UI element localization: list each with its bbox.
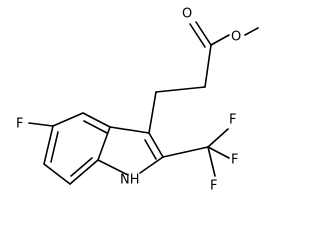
bond-ch2-c3	[148, 91, 157, 134]
atom-label-fluorine-cf3-mid: F	[231, 153, 238, 168]
bond-c2-cf3	[162, 146, 209, 158]
bond-c5-c6	[43, 125, 54, 165]
atom-label-ester-oxygen: O	[231, 30, 241, 45]
atom-label-fluorine-cf3-top: F	[229, 113, 236, 128]
bond-c3a-c4-inner	[83, 120, 108, 134]
bond-c5-f	[28, 122, 54, 127]
bond-c5-c6-inner	[50, 131, 59, 163]
bond-c6-c7	[43, 163, 71, 185]
bond-carbonyl-double-b	[189, 23, 206, 48]
atom-label-fluorine-cf3-bot: F	[210, 179, 217, 194]
bond-cf3-f-mid	[207, 146, 230, 159]
bond-c3a-c4	[82, 112, 111, 128]
bond-c7-c7a-inner	[70, 157, 93, 177]
bond-c3-c3a	[109, 126, 150, 134]
atom-label-fluorine-ring: F	[16, 117, 23, 132]
bond-cf3-f-bot	[207, 146, 216, 177]
bond-carbonyl-ch2	[204, 44, 212, 88]
atom-label-carbonyl-oxygen: O	[182, 7, 192, 22]
bond-c7a-c3a	[97, 126, 111, 161]
bond-o-carbonyl-c	[210, 34, 230, 46]
bond-methyl-o	[244, 27, 259, 36]
bond-c7-c7a	[69, 159, 99, 185]
bond-n1-c7a	[97, 159, 129, 176]
bond-cf3-f-top	[207, 128, 229, 148]
atom-label-indole-nh: NH	[120, 173, 140, 188]
bond-c3-c2-inner	[144, 139, 157, 160]
bond-c2-n1	[139, 156, 164, 174]
chemical-structure-diagram: O O F F F F NH	[16, 7, 259, 194]
bond-c4-c5	[52, 112, 84, 127]
bond-carbonyl-double-a	[195, 21, 212, 46]
bond-ch2-ch2	[155, 86, 206, 93]
bond-c3-c2	[148, 132, 164, 158]
